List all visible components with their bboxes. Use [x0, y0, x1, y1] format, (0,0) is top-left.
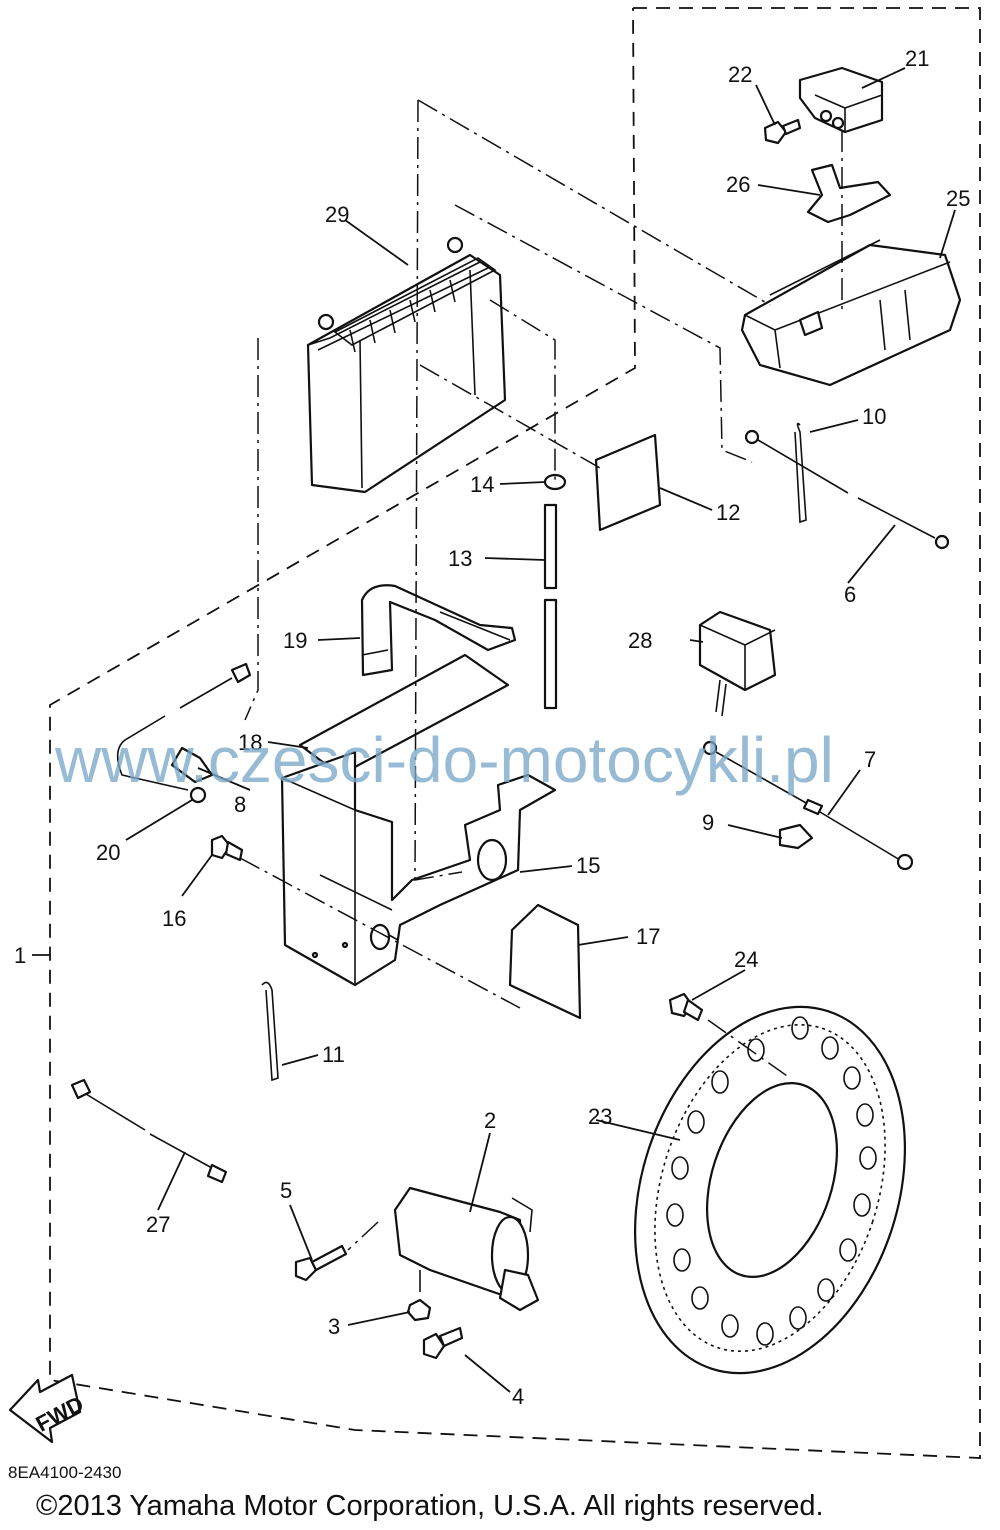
clamp-9 — [778, 823, 814, 850]
assembly-boundary — [49, 7, 981, 1459]
bolt-16 — [210, 834, 244, 862]
lead-27 — [70, 1078, 228, 1184]
starter-motor — [393, 1186, 540, 1312]
part-label-3: 3 — [328, 1314, 340, 1339]
band-10 — [794, 422, 807, 524]
part-label-28: 28 — [628, 628, 652, 653]
relay-unit-28 — [698, 610, 777, 717]
part-label-11: 11 — [322, 1042, 345, 1067]
part-label-6: 6 — [844, 582, 856, 607]
part-label-23: 23 — [588, 1104, 612, 1129]
part-label-15: 15 — [576, 853, 600, 878]
part-label-26: 26 — [726, 172, 750, 197]
pad-17 — [508, 903, 582, 1020]
part-label-13: 13 — [448, 546, 472, 571]
part-label-19: 19 — [283, 628, 307, 653]
watermark-text: www.czesci-do-motocykli.pl — [54, 724, 834, 796]
battery — [306, 236, 507, 494]
part-label-16: 16 — [162, 906, 186, 931]
starter-relay — [798, 66, 884, 134]
copyright-notice: ©2013 Yamaha Motor Corporation, U.S.A. A… — [36, 1490, 824, 1522]
part-label-7: 7 — [864, 747, 876, 772]
part-label-29: 29 — [325, 202, 349, 227]
bolt-5 — [294, 1244, 348, 1282]
part-label-27: 27 — [146, 1212, 170, 1237]
part-label-21: 21 — [905, 46, 929, 71]
breather-hose — [543, 473, 567, 710]
battery-box — [280, 750, 557, 987]
part-label-20: 20 — [96, 840, 120, 865]
part-label-25: 25 — [946, 186, 970, 211]
regulator — [740, 239, 962, 387]
part-label-1: 1 — [14, 943, 26, 968]
starter-gear — [634, 1005, 906, 1375]
battery-pad — [594, 433, 662, 532]
part-label-14: 14 — [470, 472, 494, 497]
bolt-22 — [763, 118, 802, 145]
part-label-22: 22 — [728, 62, 752, 87]
reference-lines — [239, 99, 843, 1251]
part-label-24: 24 — [734, 947, 758, 972]
part-label-18: 18 — [238, 730, 262, 755]
minus-lead — [744, 429, 950, 550]
bolt-24 — [668, 992, 704, 1022]
part-label-2: 2 — [484, 1108, 496, 1133]
part-label-10: 10 — [862, 404, 886, 429]
leader-lines — [32, 67, 956, 1393]
relay-bracket — [806, 163, 892, 224]
clamp-8 — [170, 746, 214, 784]
part-label-9: 9 — [702, 810, 714, 835]
starter-lead — [702, 740, 914, 871]
battery-band — [360, 584, 517, 677]
part-label-17: 17 — [636, 924, 660, 949]
fwd-arrow: FWD — [8, 1373, 88, 1444]
part-label-8: 8 — [234, 792, 246, 817]
bolt-4 — [422, 1326, 464, 1360]
part-label-4: 4 — [512, 1384, 524, 1409]
band-11 — [261, 981, 279, 1082]
nut-3 — [406, 1298, 432, 1322]
plus-lead — [116, 662, 252, 804]
part-labels: 1 2 3 4 5 6 7 8 9 10 11 12 13 14 15 16 1… — [14, 46, 970, 1409]
figure-code: 8EA4100-2430 — [8, 1463, 122, 1482]
part-label-5: 5 — [280, 1178, 292, 1203]
part-label-12: 12 — [716, 500, 740, 525]
